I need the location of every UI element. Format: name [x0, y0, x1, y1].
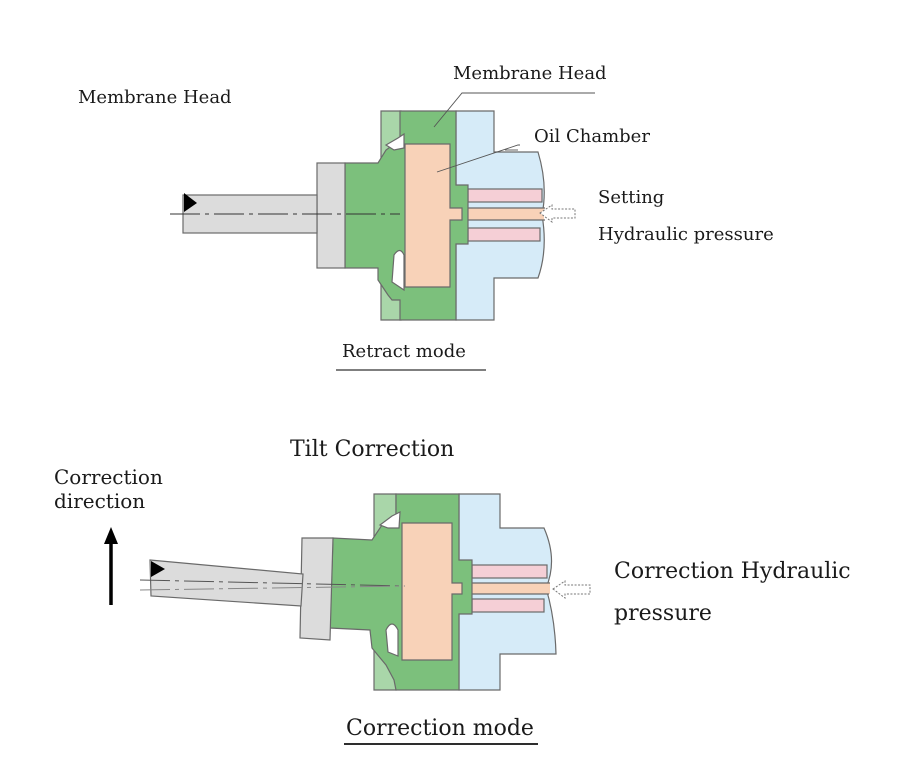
notch-top	[384, 132, 405, 151]
oil-chamber	[401, 522, 463, 661]
notch-bottom	[391, 249, 405, 292]
notch-top	[378, 510, 401, 529]
oil-chamber-label: Oil Chamber	[534, 126, 650, 147]
marker-triangle	[184, 193, 197, 212]
center-line-reference	[139, 579, 406, 587]
oil-passage	[450, 208, 544, 220]
pressure-arrow-icon	[539, 204, 576, 223]
retract-mode-caption: Retract mode	[342, 341, 466, 362]
channel-lower	[471, 598, 545, 613]
correction-direction-arrow-icon	[104, 527, 118, 544]
correction-pressure-label-line2: pressure	[614, 601, 712, 626]
leader-membrane-head	[433, 92, 595, 128]
correction-pressure-label-line1: Correction Hydraulic	[614, 559, 851, 584]
leader-oil-chamber	[436, 144, 520, 173]
correction-direction-label-line2: direction	[54, 489, 145, 513]
channel-upper	[471, 564, 548, 579]
collar	[316, 162, 346, 269]
channel-upper	[467, 188, 543, 203]
setting-pressure-label-line1: Setting	[598, 187, 664, 208]
oil-passage	[450, 583, 550, 594]
channel-lower	[467, 227, 541, 242]
pressure-arrow-icon	[552, 580, 591, 599]
oil-chamber	[404, 143, 463, 288]
correction-direction-label-line1: Correction	[54, 465, 163, 489]
marker-triangle	[151, 561, 165, 577]
retract-mode-diagram: Membrane Head Membrane Head Oil Chamber …	[78, 63, 774, 371]
correction-mode-caption: Correction mode	[346, 716, 534, 741]
shaft	[149, 559, 304, 607]
correction-mode-diagram: Tilt Correction Correction direction	[54, 437, 851, 745]
membrane-head-label: Membrane Head	[453, 63, 607, 84]
collar	[299, 537, 334, 641]
setting-pressure-label-line2: Hydraulic pressure	[598, 224, 774, 245]
notch-bottom	[385, 623, 399, 657]
tilt-correction-title: Tilt Correction	[290, 437, 454, 462]
membrane-head-label-left: Membrane Head	[78, 87, 232, 108]
center-line-tilted	[139, 585, 406, 591]
